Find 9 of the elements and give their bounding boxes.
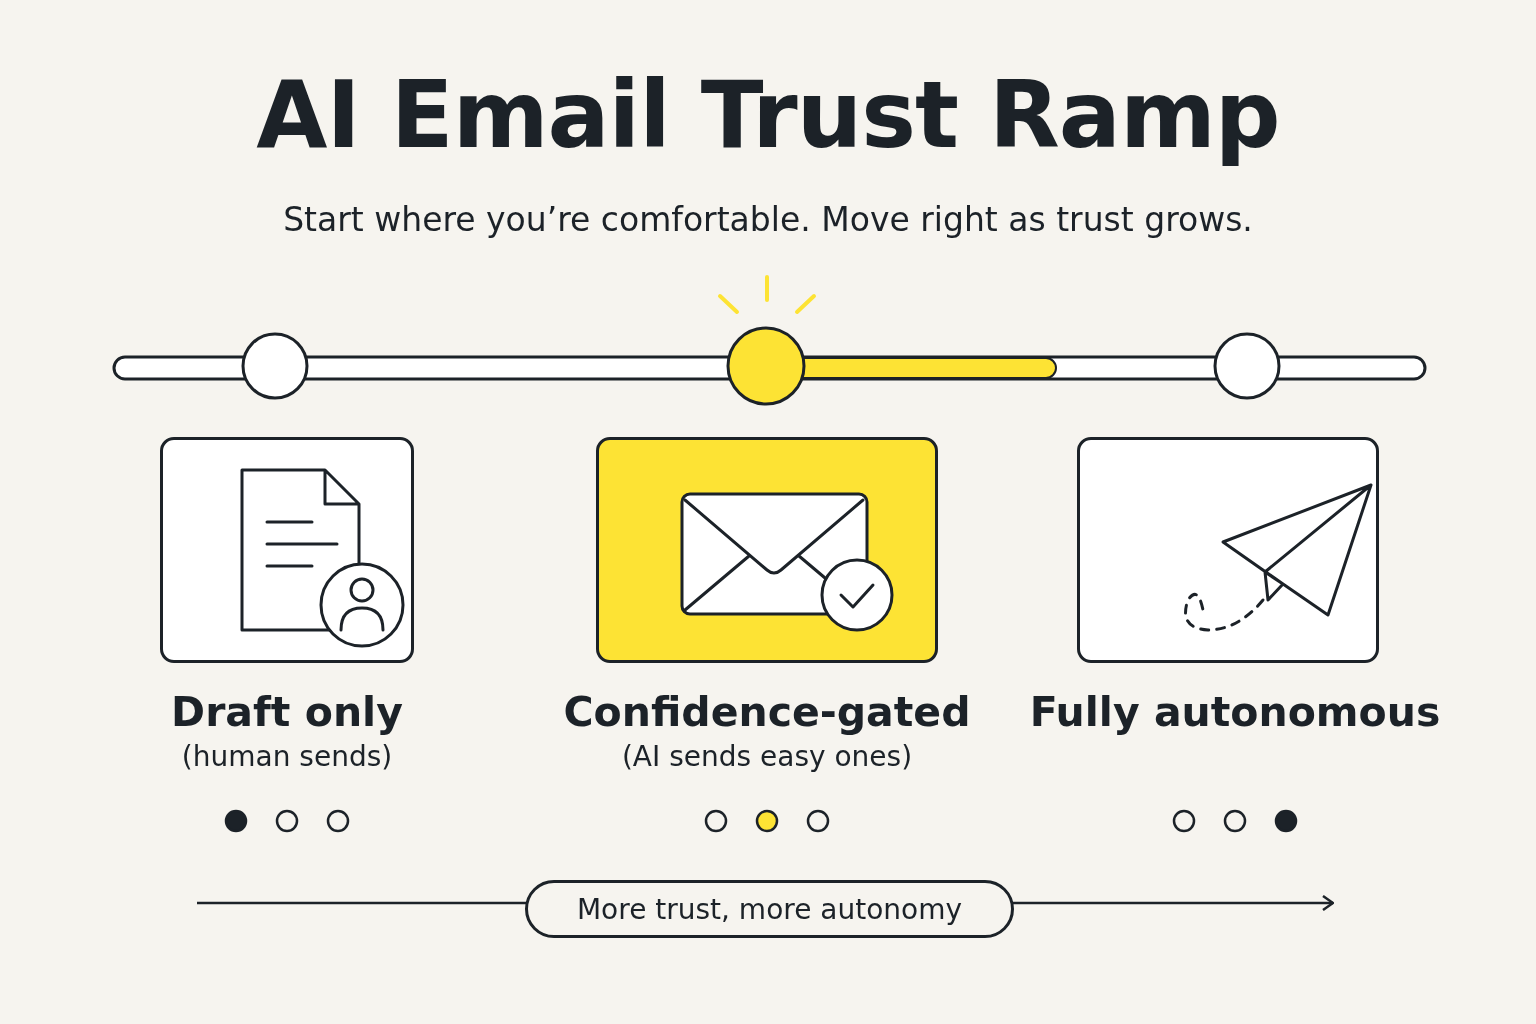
stage-title: Fully autonomous [1028,688,1442,736]
stage-subtitle: (human sends) [180,740,394,773]
label-pill: More trust, more autonomy [525,880,1014,938]
arrow [1012,894,1335,912]
subtitle: Start where you’re comfortable. Move right as trust grows. [282,200,1254,239]
stage-title: Confidence-gated [562,688,972,736]
stage-subtitle: (AI sends easy ones) [620,740,914,773]
stage-title: Draft only [170,688,404,736]
title: AI Email Trust Ramp [255,62,1281,169]
